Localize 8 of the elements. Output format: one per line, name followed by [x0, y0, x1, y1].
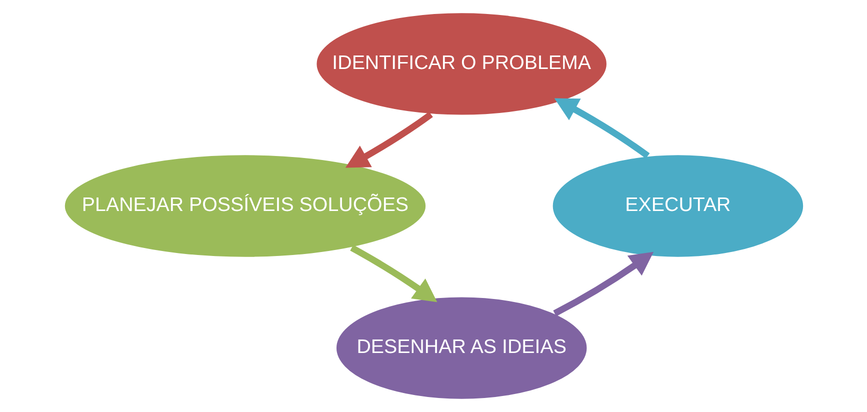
arrow: [350, 244, 437, 302]
node-ellipse: EXECUTAR: [551, 154, 804, 258]
node-ellipse: DESENHAR AS IDEIAS: [334, 296, 588, 400]
arrow: [344, 112, 432, 168]
node-ellipse: PLANEJAR POSSÍVEIS SOLUÇÕES: [63, 154, 426, 258]
node-ellipse: IDENTIFICAR O PROBLEMA: [315, 12, 608, 116]
arrow: [552, 252, 654, 316]
arrow: [554, 98, 650, 159]
